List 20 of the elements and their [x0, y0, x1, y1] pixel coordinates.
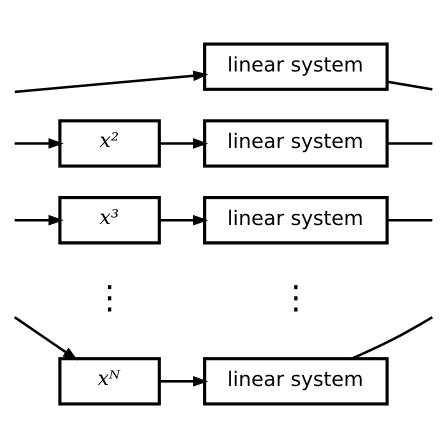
- connector: [387, 80, 433, 90]
- arrow: [14, 70, 208, 93]
- arrow: [14, 316, 78, 360]
- arrow: [14, 214, 64, 226]
- node-box: linear system: [203, 118, 389, 168]
- arrow: [14, 138, 64, 148]
- connector: [351, 316, 433, 360]
- node-box: xᴺ: [58, 356, 161, 406]
- connector: [387, 142, 432, 144]
- connector: [387, 218, 432, 221]
- label: ⋮: [280, 278, 312, 316]
- node-box: linear system: [203, 196, 389, 244]
- node-box: x³: [58, 196, 161, 244]
- arrow: [160, 214, 208, 226]
- node-box: linear system: [203, 356, 389, 406]
- node-box: x²: [58, 118, 161, 168]
- arrow: [160, 376, 208, 386]
- node-box: linear system: [203, 42, 389, 90]
- arrow: [160, 138, 208, 148]
- label: ⋮: [93, 278, 126, 316]
